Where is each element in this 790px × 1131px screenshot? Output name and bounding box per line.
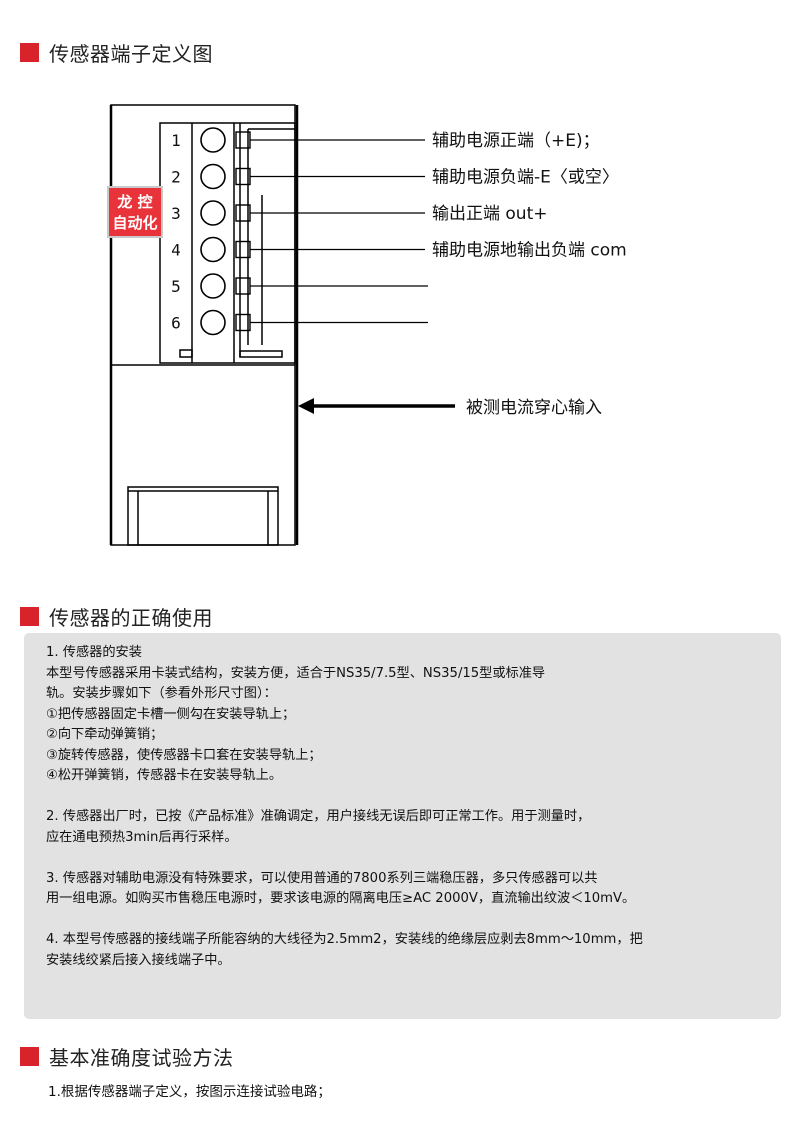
section-title: 基本准确度试验方法 — [49, 1046, 234, 1070]
paragraph-gap — [46, 910, 781, 931]
terminal-screw-icon — [200, 163, 226, 190]
terminal-label: 输出正端 out+ — [432, 204, 548, 224]
usage-text-line: ④松开弹簧销，传感器卡在安装导轨上。 — [46, 768, 283, 783]
terminal-screw-icon — [200, 127, 226, 153]
terminal-block — [159, 122, 296, 364]
terminal-row: 5 — [171, 273, 428, 299]
usage-text-line: ②向下牵动弹簧销； — [46, 727, 164, 742]
usage-text-line: ③旋转传感器，使传感器卡口套在安装导轨上； — [46, 747, 322, 763]
section-header-usage: 传感器的正确使用 — [20, 602, 213, 631]
terminal-row: 4 辅助电源地输出负端 com — [171, 236, 627, 263]
terminal-row: 3 输出正端 out+ — [171, 200, 548, 226]
input-label: 被测电流穿心输入 — [466, 398, 602, 418]
usage-text-line: 1. 传感器的安装 — [46, 645, 142, 660]
terminal-row: 6 — [171, 309, 428, 336]
paragraph-gap — [46, 787, 781, 808]
section-header-terminal: 传感器端子定义图 — [20, 38, 213, 67]
input-arrow: 被测电流穿心输入 — [298, 398, 602, 418]
usage-text-line: 应在通电预热3min后再行采样。 — [46, 829, 238, 845]
section-title: 传感器端子定义图 — [49, 42, 213, 66]
terminal-list: 1 辅助电源正端（+E)； 2 辅助电源负端-E〈或空〉 3 输出正端 out+ 4 辅助电源… — [171, 127, 627, 336]
terminal-number: 1 — [171, 131, 181, 150]
usage-text-line: 2. 传感器出厂时，已按《产品标准》准确调定，用户接线无误后即可正常工作。用于测… — [46, 809, 591, 824]
stamp-line1: 龙 控 — [116, 193, 152, 211]
terminal-screw-icon — [200, 236, 226, 263]
usage-content-box: 1. 传感器的安装本型号传感器采用卡装式结构，安装方便，适合于NS35/7.5型… — [24, 633, 781, 1019]
terminal-row: 1 辅助电源正端（+E)； — [171, 127, 600, 153]
terminal-number: 4 — [171, 241, 181, 260]
terminal-row: 2 辅助电源负端-E〈或空〉 — [171, 163, 619, 190]
terminal-label: 辅助电源负端-E〈或空〉 — [432, 168, 619, 188]
terminal-diagram: 龙 控 自动化 1 辅助电源正端（+E)； 2 辅助电源负端-E〈或空〉 3 输出正端 o… — [107, 104, 627, 546]
brand-stamp: 龙 控 自动化 — [107, 186, 163, 238]
usage-text-line: 用一组电源。如购买市售稳压电源时，要求该电源的隔离电压≥AC 2000V，直流输… — [46, 891, 636, 906]
section-header-method: 基本准确度试验方法 — [20, 1042, 234, 1071]
paragraph-gap — [46, 848, 781, 869]
terminal-screw-icon — [200, 200, 226, 226]
stamp-line2: 自动化 — [112, 214, 157, 232]
usage-text-line: 安装线绞紧后接入接线端子中。 — [46, 952, 231, 968]
section-title: 传感器的正确使用 — [49, 606, 213, 630]
method-step-1: 1.根据传感器端子定义，按图示连接试验电路； — [48, 1084, 331, 1100]
terminal-number: 5 — [171, 277, 181, 296]
usage-text-line: ①把传感器固定卡槽一侧勾在安装导轨上； — [46, 706, 296, 722]
section-marker-icon — [20, 607, 39, 626]
section-marker-icon — [20, 43, 39, 62]
terminal-number: 2 — [171, 168, 181, 187]
usage-text-line: 4. 本型号传感器的接线端子所能容纳的大线径为2.5mm2，安装线的绝缘层应剥去… — [46, 932, 643, 947]
terminal-label: 辅助电源地输出负端 com — [432, 241, 627, 261]
usage-text-line: 轨。安装步骤如下（参看外形尺寸图）： — [46, 686, 277, 701]
terminal-number: 6 — [171, 314, 181, 333]
section-marker-icon — [20, 1047, 39, 1066]
usage-text-line: 3. 传感器对辅助电源没有特殊要求，可以使用普通的7800系列三端稳压器，多只传… — [46, 870, 598, 886]
terminal-label: 辅助电源正端（+E)； — [432, 131, 600, 151]
terminal-screw-icon — [200, 309, 226, 336]
terminal-screw-icon — [200, 273, 226, 299]
sensor-housing — [109, 104, 299, 546]
usage-text-line: 本型号传感器采用卡装式结构，安装方便，适合于NS35/7.5型、NS35/15型… — [46, 665, 546, 681]
terminal-number: 3 — [171, 204, 181, 223]
